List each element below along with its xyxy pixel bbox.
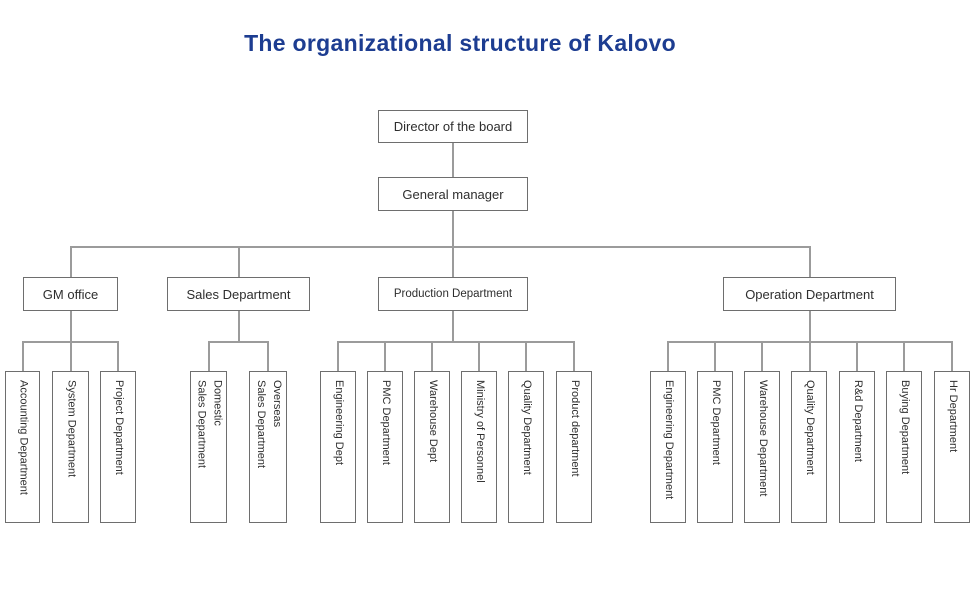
- org-box-pmc-department-operation: PMC Department: [697, 371, 733, 523]
- org-box-label: Domestic Sales Department: [195, 380, 224, 469]
- connector-line: [573, 341, 575, 371]
- connector-line: [951, 341, 953, 371]
- org-box-warehouse-dept: Warehouse Dept: [414, 371, 450, 523]
- connector-line: [238, 246, 240, 277]
- org-box-engineering-dept: Engineering Dept: [320, 371, 356, 523]
- connector-line: [267, 341, 269, 371]
- org-box-label: Ministry of Personnel: [473, 380, 486, 483]
- connector-line: [856, 341, 858, 371]
- connector-line: [452, 211, 454, 246]
- connector-line: [809, 246, 811, 277]
- org-box-label: PMC Department: [379, 380, 392, 465]
- org-box-label: Warehouse Department: [756, 380, 769, 497]
- connector-line: [452, 311, 454, 341]
- org-box-label: Product department: [568, 380, 581, 477]
- org-box-production-department: Production Department: [378, 277, 528, 311]
- connector-line: [208, 341, 268, 343]
- org-box-system-department: System Department: [52, 371, 89, 523]
- org-box-label: Engineering Dept: [332, 380, 345, 466]
- connector-line: [431, 341, 433, 371]
- connector-line: [238, 311, 240, 341]
- org-box-gm-office: GM office: [23, 277, 118, 311]
- org-box-label: Hr Department: [946, 380, 959, 453]
- connector-line: [70, 246, 72, 277]
- connector-line: [208, 341, 210, 371]
- org-box-quality-department-operation: Quality Department: [791, 371, 827, 523]
- org-box-quality-department-production: Quality Department: [508, 371, 544, 523]
- connector-line: [903, 341, 905, 371]
- org-box-product-department: Product department: [556, 371, 592, 523]
- org-box-label: System Department: [65, 380, 78, 478]
- org-box-label: Quality Department: [520, 380, 533, 475]
- connector-line: [452, 143, 454, 177]
- org-box-pmc-department-production: PMC Department: [367, 371, 403, 523]
- connector-line: [714, 341, 716, 371]
- org-box-label: Engineering Department: [662, 380, 675, 500]
- connector-line: [70, 311, 72, 341]
- connector-line: [70, 341, 72, 371]
- connector-line: [809, 311, 811, 341]
- connector-line: [70, 246, 810, 248]
- org-box-label: R&d Department: [851, 380, 864, 462]
- connector-line: [478, 341, 480, 371]
- org-box-project-department: Project Department: [100, 371, 136, 523]
- org-box-label: Buying Department: [898, 380, 911, 475]
- org-box-domestic-sales-department: Domestic Sales Department: [190, 371, 227, 523]
- connector-line: [809, 341, 811, 371]
- org-box-sales-department: Sales Department: [167, 277, 310, 311]
- connector-line: [761, 341, 763, 371]
- connector-line: [384, 341, 386, 371]
- connector-line: [22, 341, 24, 371]
- org-box-label: Warehouse Dept: [426, 380, 439, 463]
- org-box-operation-department: Operation Department: [723, 277, 896, 311]
- org-box-buying-department: Buying Department: [886, 371, 922, 523]
- org-box-rd-department: R&d Department: [839, 371, 875, 523]
- page-title: The organizational structure of Kalovo: [244, 30, 676, 56]
- org-box-label: PMC Department: [709, 380, 722, 465]
- connector-line: [452, 246, 454, 277]
- org-box-engineering-department: Engineering Department: [650, 371, 686, 523]
- org-box-accounting-department: Accounting Department: [5, 371, 40, 523]
- org-box-hr-department: Hr Department: [934, 371, 970, 523]
- connector-line: [337, 341, 574, 343]
- org-box-overseas-sales-department: Overseas Sales Department: [249, 371, 287, 523]
- connector-line: [337, 341, 339, 371]
- org-box-warehouse-department: Warehouse Department: [744, 371, 780, 523]
- org-box-label: Quality Department: [803, 380, 816, 475]
- org-box-label: Accounting Department: [17, 380, 30, 495]
- org-box-general-manager: General manager: [378, 177, 528, 211]
- org-box-director-of-the-board: Director of the board: [378, 110, 528, 143]
- org-box-ministry-of-personnel: Ministry of Personnel: [461, 371, 497, 523]
- connector-line: [117, 341, 119, 371]
- connector-line: [525, 341, 527, 371]
- org-box-label: Overseas Sales Department: [255, 380, 283, 469]
- org-box-label: Project Department: [112, 380, 125, 475]
- connector-line: [667, 341, 669, 371]
